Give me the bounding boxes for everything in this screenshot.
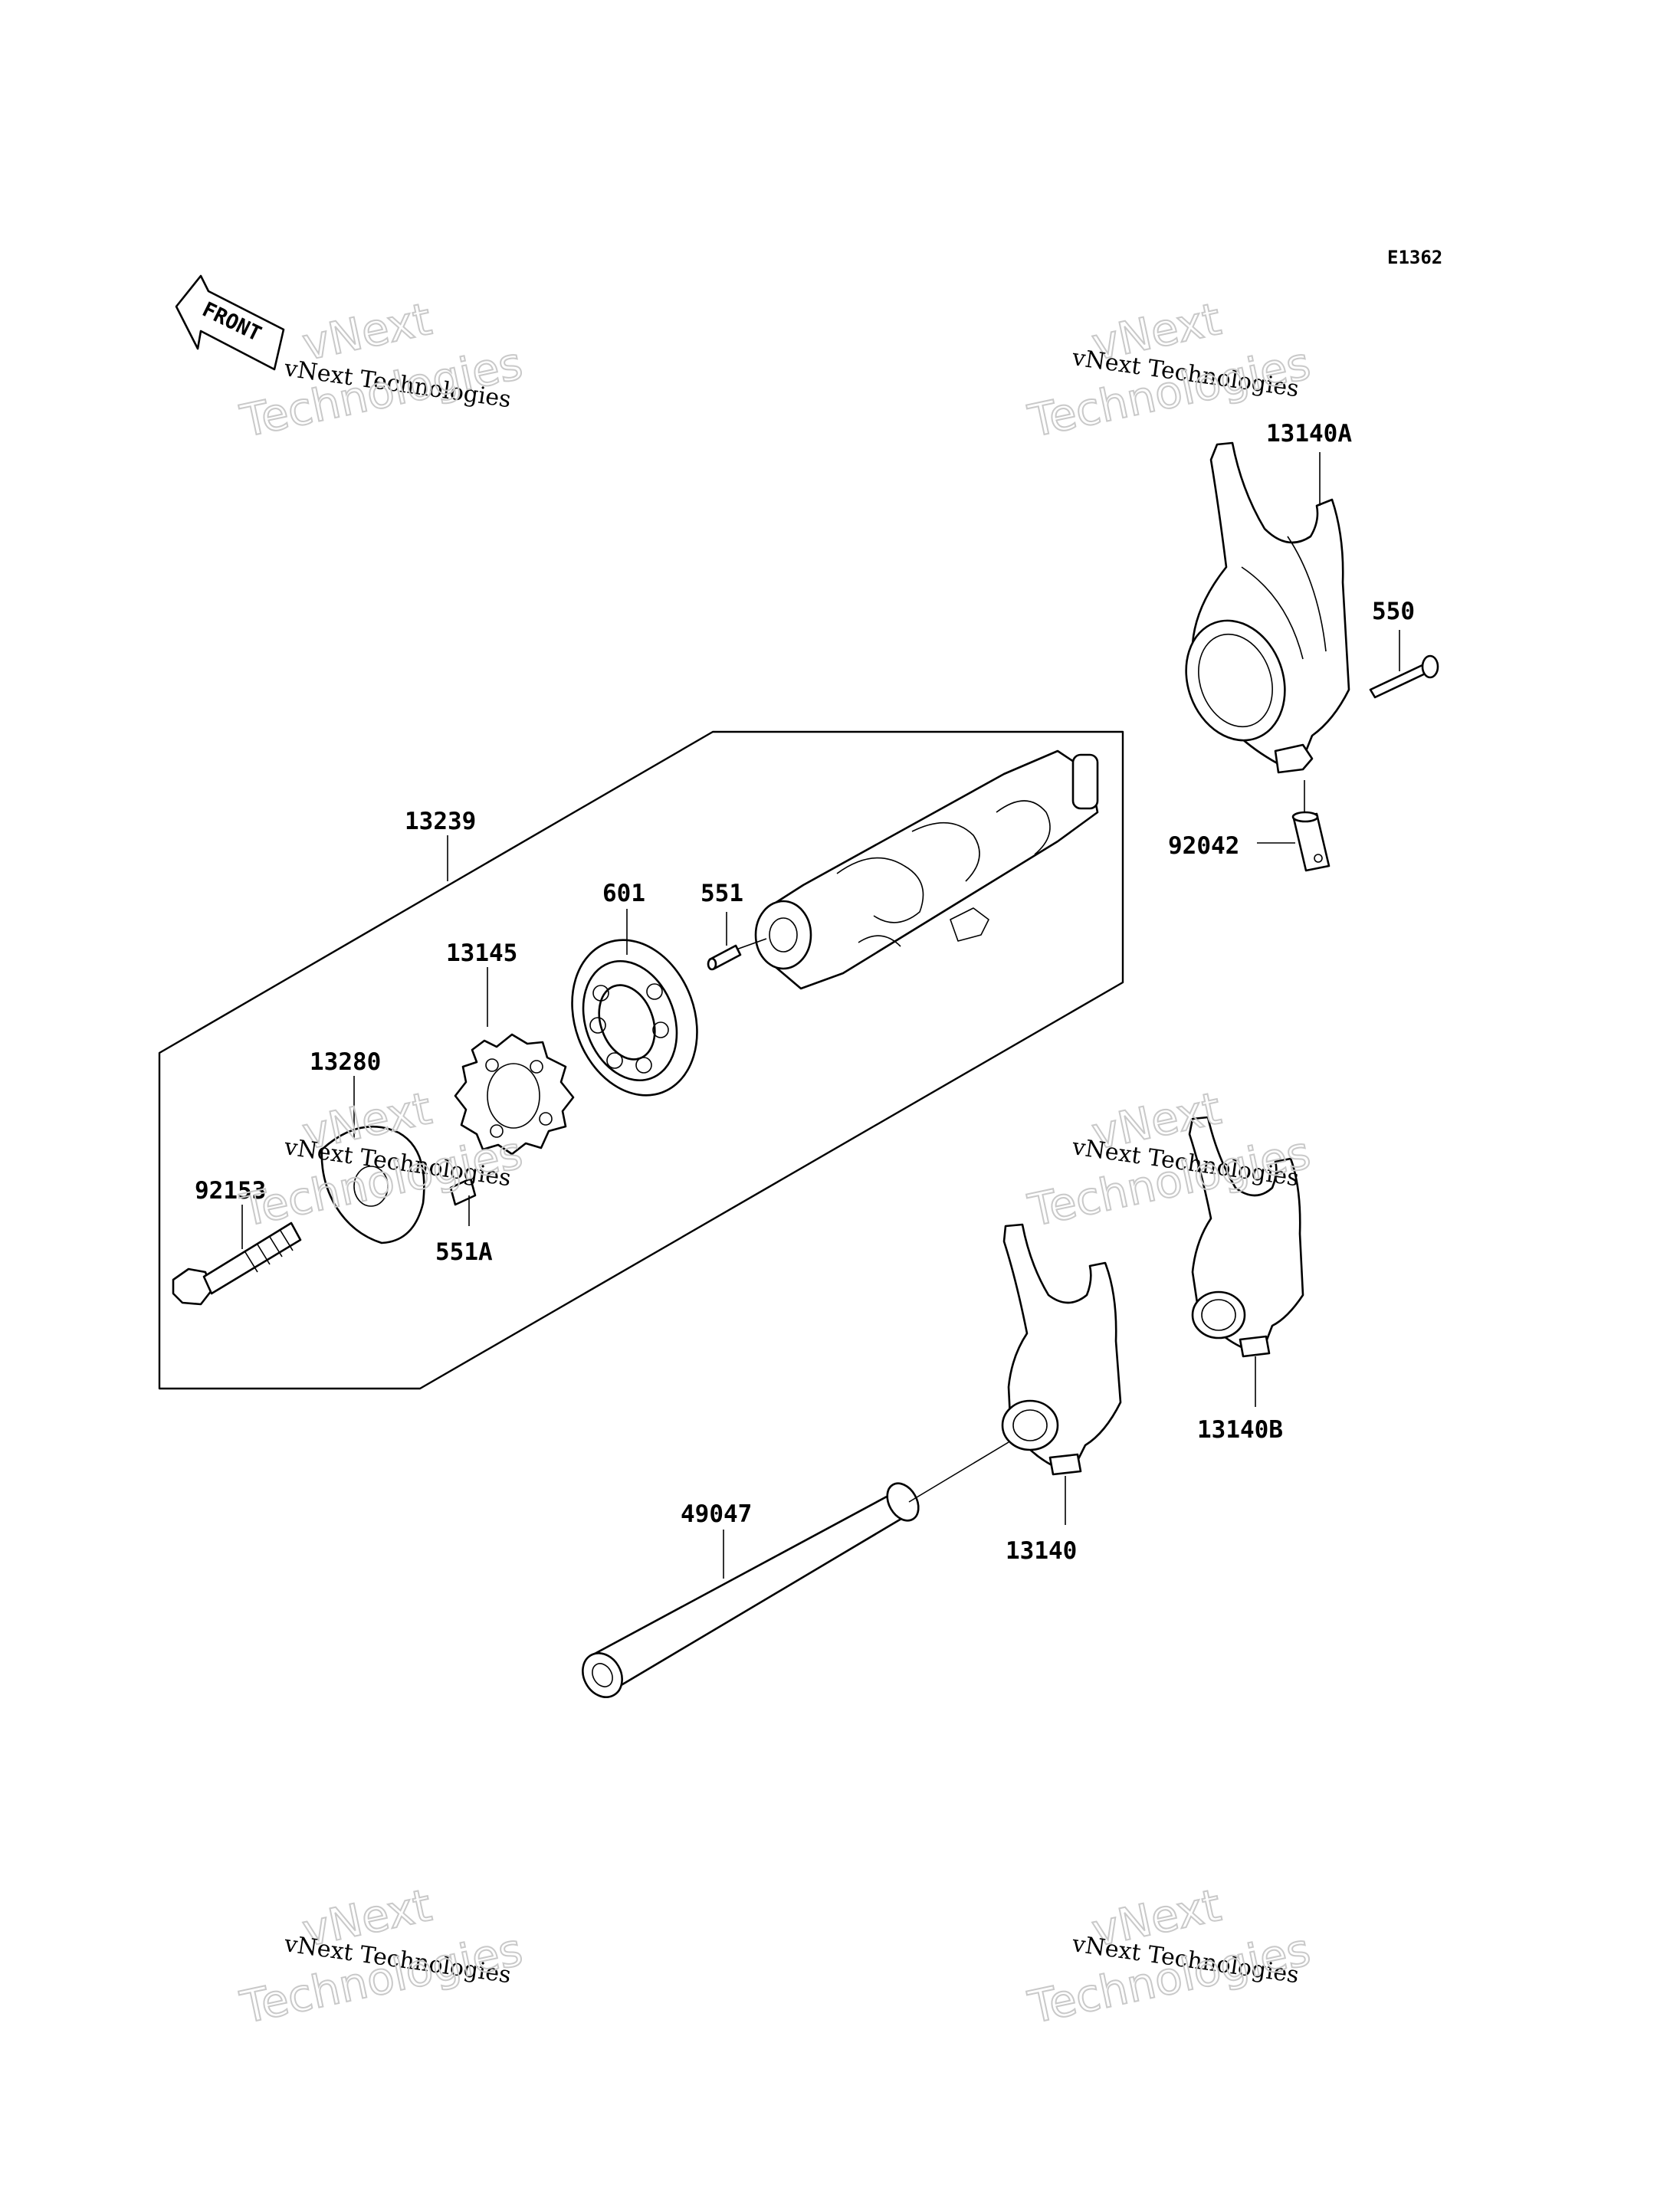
label-13140a: 13140A [1266, 420, 1352, 448]
shift-fork-13140 [1001, 1223, 1122, 1476]
label-601: 601 [602, 880, 645, 907]
watermark-top-left: vNext vNext Technologies Technologies [235, 292, 528, 448]
label-13239: 13239 [405, 808, 476, 835]
pin-550 [1369, 654, 1439, 699]
assembly-box [158, 730, 1124, 1390]
label-13140b: 13140B [1197, 1416, 1283, 1444]
watermark-top-right: vNext vNext Technologies Technologies [1023, 292, 1316, 448]
label-13280: 13280 [310, 1048, 381, 1076]
dowel-pin-551 [707, 944, 742, 971]
plate-13280 [320, 1125, 425, 1244]
front-arrow-icon: FRONT [175, 274, 285, 371]
bolt-92153 [172, 1221, 302, 1306]
shift-rod-49047 [582, 1482, 920, 1698]
watermark-bottom-left: vNext vNext Technologies Technologies [235, 1878, 528, 2035]
shift-fork-13140b [1188, 1116, 1304, 1358]
shift-drum [754, 749, 1099, 990]
pin-92042 [1291, 811, 1331, 872]
label-13145: 13145 [446, 939, 517, 967]
label-550: 550 [1372, 598, 1415, 625]
label-551a: 551A [435, 1238, 493, 1266]
label-92042: 92042 [1168, 832, 1239, 860]
shift-fork-13140a [1185, 441, 1350, 774]
label-551: 551 [701, 880, 743, 907]
shift-drum-cam-13145 [454, 1033, 575, 1156]
watermark-bottom-right: vNext vNext Technologies Technologies [1023, 1878, 1316, 2035]
label-13140: 13140 [1006, 1537, 1077, 1565]
label-49047: 49047 [681, 1500, 752, 1528]
diagram-code: E1362 [1387, 247, 1442, 268]
label-92153: 92153 [195, 1177, 266, 1205]
bearing-601 [571, 939, 698, 1097]
